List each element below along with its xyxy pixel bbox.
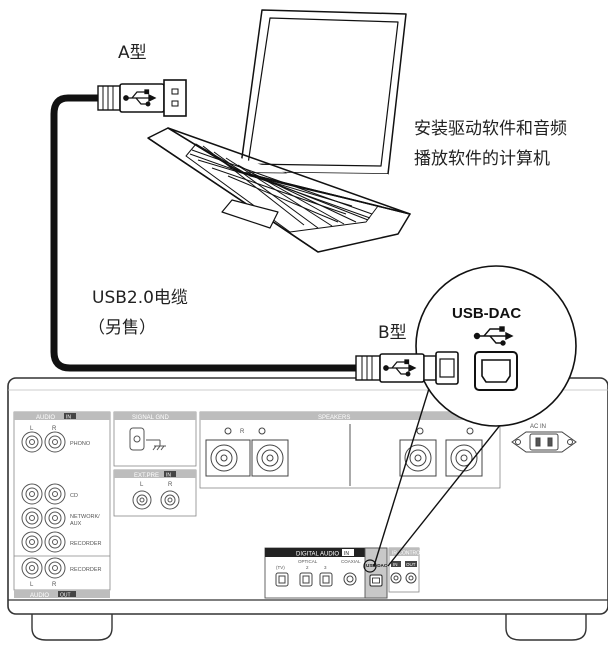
- svg-text:(TV): (TV): [276, 565, 285, 570]
- svg-text:R: R: [240, 429, 245, 435]
- cable-label-line1: USB2.0电缆: [92, 288, 188, 308]
- svg-text:R: R: [52, 582, 57, 588]
- chassis: [7, 377, 608, 615]
- svg-text:3: 3: [324, 565, 327, 570]
- digital-audio-label: DIGITAL AUDIO: [296, 552, 339, 558]
- svg-text:AUX: AUX: [70, 521, 82, 527]
- rca-jacks: [21, 431, 66, 579]
- svg-text:L: L: [30, 426, 34, 432]
- usb-dac-callout: USB-DAC: [363, 265, 577, 573]
- usb-dac-port-label: USB-DAC: [366, 563, 388, 568]
- svg-text:IN: IN: [344, 551, 349, 557]
- usb-b-plug: [355, 351, 459, 385]
- signal-gnd-label: SIGNAL GND: [132, 415, 169, 421]
- ground-terminal-icon: [129, 427, 166, 451]
- cd-label: CD: [70, 493, 78, 499]
- audio-out-label: AUDIO: [30, 593, 49, 599]
- optical-jacks: [275, 572, 357, 587]
- ac-inlet: [511, 431, 577, 453]
- usb-a-plug: [97, 79, 187, 117]
- cable-label-line2: （另售）: [88, 318, 156, 338]
- usb-trident-icon: [473, 326, 514, 346]
- type-b-label: B型: [378, 323, 407, 343]
- recorder-in-label: RECORDER: [70, 541, 102, 547]
- svg-text:OPTICAL: OPTICAL: [298, 559, 318, 564]
- svg-text:OUT: OUT: [60, 593, 71, 599]
- amplifier-rear-panel: AUDIO IN L R PHONO CD NETWORK/ AUX RECOR…: [7, 377, 608, 641]
- svg-text:R: R: [168, 482, 173, 488]
- svg-text:L: L: [140, 482, 144, 488]
- computer-note-line1: 安装驱动软件和音频: [414, 119, 567, 139]
- speakers-label: SPEAKERS: [318, 415, 350, 421]
- svg-text:IN: IN: [393, 562, 398, 567]
- computer-note-line2: 播放软件的计算机: [414, 149, 550, 169]
- svg-text:IN: IN: [66, 415, 71, 421]
- callout-title: USB-DAC: [452, 305, 521, 322]
- svg-text:COAXIAL: COAXIAL: [341, 559, 361, 564]
- ir-control-label: IR CONTROL: [392, 551, 423, 557]
- recorder-out-label: RECORDER: [70, 567, 102, 573]
- laptop-icon: [147, 9, 411, 253]
- svg-text:L: L: [30, 582, 34, 588]
- svg-text:R: R: [52, 426, 57, 432]
- phono-label: PHONO: [70, 441, 91, 447]
- usb-cable: [50, 94, 360, 372]
- audio-in-label: AUDIO: [36, 415, 55, 421]
- network-aux-label: NETWORK/: [70, 514, 100, 520]
- svg-text:2: 2: [306, 565, 309, 570]
- ext-pre-label: EXT.PRE: [134, 473, 159, 479]
- svg-text:OUT: OUT: [406, 562, 416, 567]
- ac-in-label: AC IN: [530, 424, 546, 430]
- svg-text:IN: IN: [166, 473, 171, 479]
- type-a-label: A型: [118, 43, 147, 63]
